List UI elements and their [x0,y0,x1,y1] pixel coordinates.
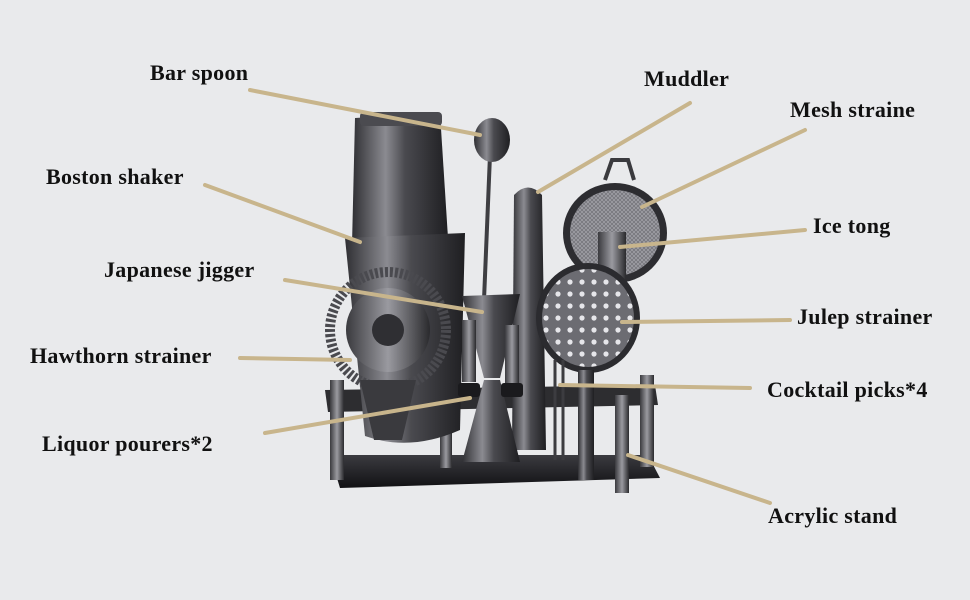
leader-line-japanese-jigger [283,278,484,314]
leader-line-liquor-pourers [263,396,472,435]
label-hawthorn-strainer: Hawthorn strainer [30,343,212,368]
cocktail-picks [553,360,565,460]
leader-line-bar-spoon [248,88,482,137]
label-liquor-pourers: Liquor pourers*2 [42,431,213,456]
label-mesh-strainer: Mesh straine [790,97,916,122]
leader-line-ice-tong [618,228,807,249]
leader-line-mesh-strainer [640,128,807,209]
leader-line-hawthorn-strainer [238,356,352,362]
label-acrylic-stand: Acrylic stand [768,503,898,528]
label-bar-spoon: Bar spoon [150,60,249,85]
bar-spoon [474,118,510,301]
leader-line-julep-strainer [620,318,792,324]
leader-line-acrylic-stand [626,453,772,505]
julep-strainer [536,263,640,480]
label-julep-strainer: Julep strainer [797,304,933,329]
leader-line-muddler [536,101,692,194]
leader-line-boston-shaker [203,183,362,244]
label-boston-shaker: Boston shaker [46,164,184,189]
label-cocktail-picks: Cocktail picks*4 [767,377,928,402]
leader-lines [203,88,807,505]
label-ice-tong: Ice tong [813,213,891,238]
leader-line-cocktail-picks [558,383,752,390]
label-japanese-jigger: Japanese jigger [104,257,255,282]
japanese-jigger [462,294,520,462]
label-muddler: Muddler [644,66,730,91]
hawthorn-strainer [325,267,451,440]
liquor-pourers [458,320,523,397]
